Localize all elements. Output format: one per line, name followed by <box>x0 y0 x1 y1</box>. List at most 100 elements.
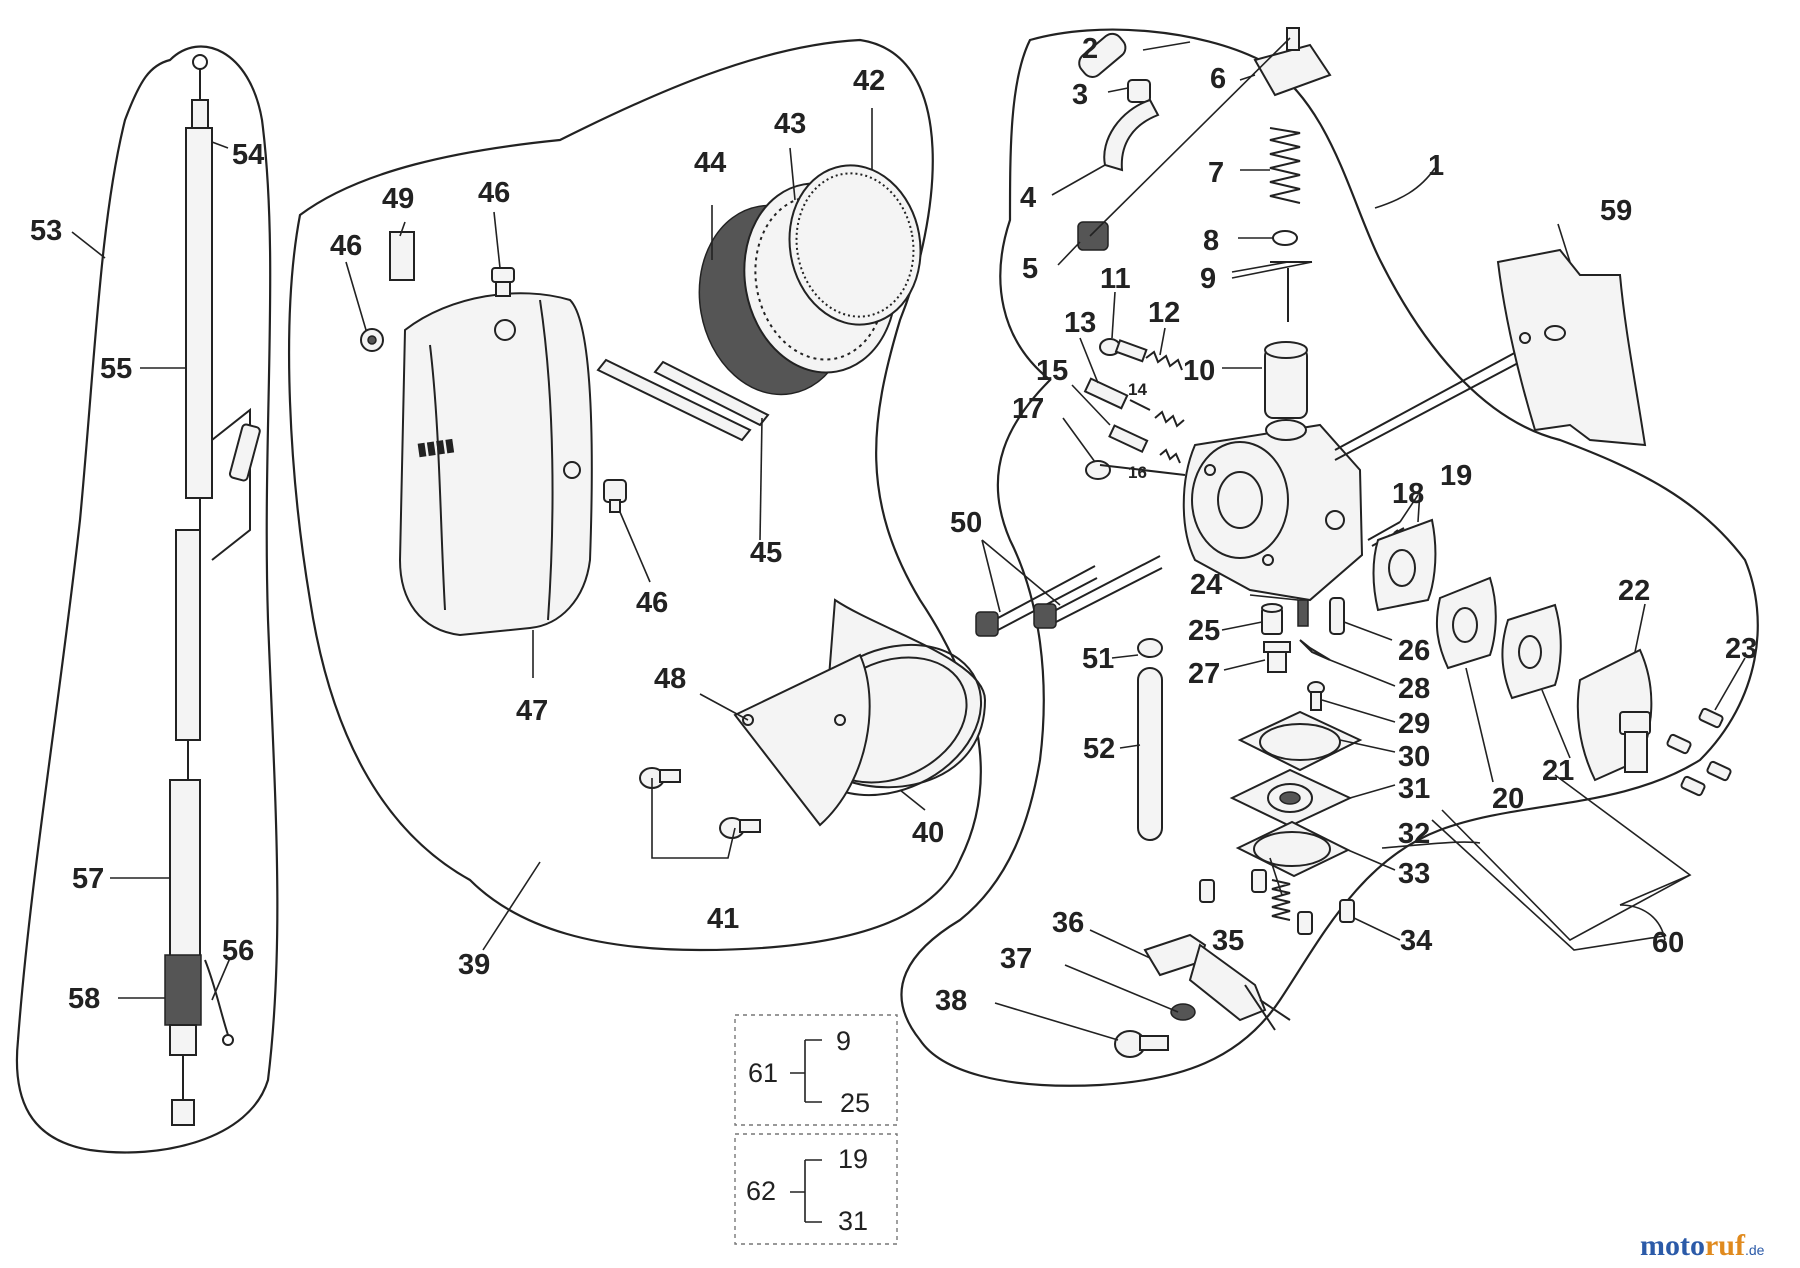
throttle-cable-assembly <box>164 54 261 1126</box>
callout-18: 18 <box>1392 478 1424 510</box>
callout-12: 12 <box>1148 297 1180 329</box>
coil-spring <box>1269 127 1301 204</box>
callout-11: 11 <box>1100 263 1131 295</box>
callout-56: 56 <box>222 935 254 967</box>
kit-61-item-2: 25 <box>840 1088 870 1118</box>
kit-62-item-1: 19 <box>838 1144 868 1174</box>
lever-bolt <box>1114 1030 1169 1058</box>
callout-49: 49 <box>382 183 414 215</box>
callout-42: 42 <box>853 65 885 97</box>
callout-28: 28 <box>1398 673 1430 705</box>
kit-61-number: 61 <box>748 1058 778 1088</box>
callout-3: 3 <box>1072 79 1088 111</box>
callout-57: 57 <box>72 863 104 895</box>
callout-13: 13 <box>1064 307 1096 339</box>
callout-29: 29 <box>1398 708 1430 740</box>
callout-31: 31 <box>1398 773 1430 805</box>
base-plate <box>733 653 871 827</box>
callout-55: 55 <box>100 353 132 385</box>
group-outline-carburetor <box>900 28 1759 1087</box>
callout-37: 37 <box>1000 943 1032 975</box>
callout-26: 26 <box>1398 635 1430 667</box>
callout-60: 60 <box>1652 927 1684 959</box>
lever-screw <box>1307 681 1325 711</box>
carb-mount-bolts <box>975 555 1163 637</box>
heat-insulator-plate <box>1496 248 1647 447</box>
callout-43: 43 <box>774 108 806 140</box>
cable-switch-grip <box>228 423 261 482</box>
callout-32: 32 <box>1398 818 1430 850</box>
callout-47: 47 <box>516 695 548 727</box>
clip-washer <box>1272 230 1298 246</box>
kit-62-item-2: 31 <box>838 1206 868 1236</box>
label-plate <box>389 231 415 281</box>
callout-51: 51 <box>1082 643 1114 675</box>
callout-40: 40 <box>912 817 944 849</box>
callout-48: 48 <box>654 663 686 695</box>
callout-24: 24 <box>1190 569 1222 601</box>
watermark-text: motoruf.de <box>1640 1229 1765 1262</box>
lever-bracket <box>1143 933 1291 1031</box>
hose-fitting <box>1127 79 1151 103</box>
mix-screw-high <box>1083 377 1151 411</box>
callout-30: 30 <box>1398 741 1430 773</box>
mix-screw-low <box>1108 424 1149 453</box>
throttle-shaft <box>1334 349 1521 451</box>
callout-6: 6 <box>1210 63 1226 95</box>
air-cleaner-cover <box>398 292 593 637</box>
callout-5: 5 <box>1022 253 1038 285</box>
callout-8: 8 <box>1203 225 1219 257</box>
callout-labels: 1 2 3 4 5 6 7 8 9 10 11 12 13 14 15 16 1… <box>30 33 1757 1017</box>
callout-52: 52 <box>1083 733 1115 765</box>
cover-screw-left <box>360 328 384 352</box>
pump-cover <box>1576 648 1653 782</box>
mix-spring-high <box>1154 410 1185 428</box>
callout-46-right: 46 <box>636 587 668 619</box>
gasket-19 <box>1372 518 1437 612</box>
callout-21: 21 <box>1542 755 1574 787</box>
callout-17: 17 <box>1012 393 1044 425</box>
callout-1: 1 <box>1428 150 1444 182</box>
base-screw-left <box>639 767 681 789</box>
kit-62-number: 62 <box>746 1176 776 1206</box>
callout-14: 14 <box>1128 380 1147 399</box>
pivot-pin <box>1297 599 1309 627</box>
control-lever <box>1299 639 1331 661</box>
callout-54: 54 <box>232 139 264 171</box>
gasket-21 <box>1501 603 1562 700</box>
callout-35: 35 <box>1212 925 1244 957</box>
callout-58: 58 <box>68 983 100 1015</box>
callout-39: 39 <box>458 949 490 981</box>
callout-23: 23 <box>1725 633 1757 665</box>
carburetor-group <box>975 27 1732 1058</box>
fuel-line-cap <box>1078 32 1127 78</box>
callout-16: 16 <box>1128 463 1147 482</box>
kit-box-61: 61 9 25 <box>734 1014 898 1126</box>
callout-41: 41 <box>707 903 739 935</box>
tube-nut <box>1077 221 1109 251</box>
diaphragm-screws <box>1199 869 1355 935</box>
cable-upper-tube <box>185 127 213 499</box>
lever-washer <box>1170 1003 1196 1021</box>
group-outline-throttle-cable <box>15 45 279 1154</box>
callout-46-top: 46 <box>478 177 510 209</box>
callout-20: 20 <box>1492 783 1524 815</box>
rod-grommet <box>1137 638 1163 658</box>
mix-spring-low <box>1159 448 1181 464</box>
callout-33: 33 <box>1398 858 1430 890</box>
main-jet <box>1261 603 1283 635</box>
callout-25: 25 <box>1188 615 1220 647</box>
kit-61-item-1: 9 <box>836 1026 851 1056</box>
callout-38: 38 <box>935 985 967 1017</box>
jet-needle <box>1270 261 1312 322</box>
cover-screw-right <box>603 479 627 513</box>
base-screw-right <box>719 817 761 839</box>
diaphragm-31 <box>1229 768 1353 828</box>
watermark-logo: motoruf.de <box>1640 1229 1765 1262</box>
cover-screw-top <box>491 267 515 297</box>
cable-grommet <box>164 954 202 1026</box>
gasket-20 <box>1435 576 1497 670</box>
needle-seat <box>1263 641 1291 673</box>
